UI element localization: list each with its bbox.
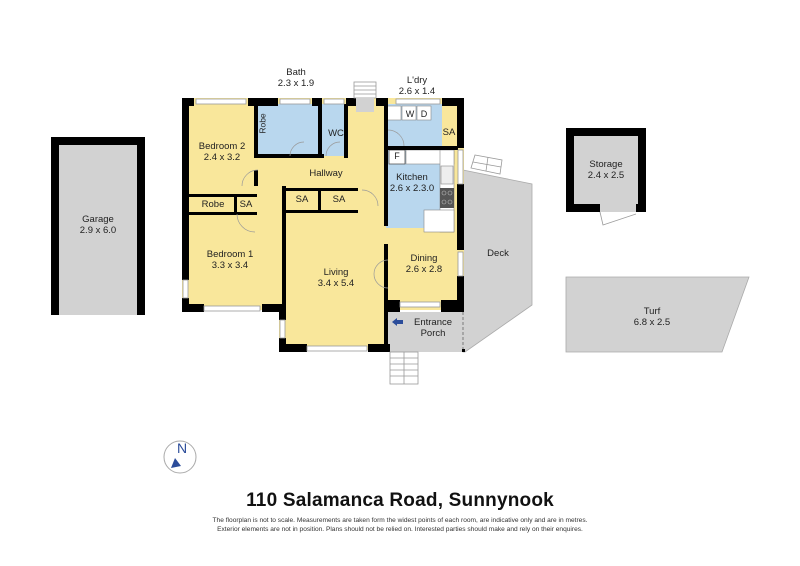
room-label-sa-bedroom: SA — [239, 199, 253, 210]
disclaimer-line-1: The floorplan is not to scale. Measureme… — [212, 517, 588, 524]
doors — [236, 129, 405, 289]
dryer-label: D — [420, 109, 428, 119]
room-label-robe-top: Robe — [257, 113, 268, 134]
room-label-sa-hall-1: SA — [295, 194, 309, 205]
storage-shed — [566, 128, 646, 226]
garage — [51, 137, 145, 315]
room-label-wc: WC — [328, 128, 344, 139]
walls — [182, 98, 464, 352]
house-floor — [182, 98, 464, 352]
washer-label: W — [405, 109, 415, 119]
north-compass-icon — [163, 440, 197, 474]
fridge-label: F — [394, 151, 400, 161]
disclaimer-line-2: Exterior elements are not in position. P… — [217, 526, 583, 533]
deck-area — [462, 169, 533, 353]
compass-north-label: N — [176, 440, 188, 456]
property-address-title: 110 Salamanca Road, Sunnynook — [246, 490, 554, 511]
entrance-arrow-icon — [392, 318, 403, 326]
room-label-deck: Deck — [487, 248, 509, 259]
back-stairs — [353, 81, 377, 112]
turf-area — [565, 276, 750, 353]
room-label-sa-hall-2: SA — [332, 194, 346, 205]
room-label-sa-laundry: SA — [442, 127, 456, 138]
front-stairs — [389, 351, 419, 385]
windows — [182, 98, 464, 352]
room-label-hallway: Hallway — [309, 168, 343, 179]
deck-stairs — [470, 154, 503, 175]
room-label-robe: Robe — [201, 199, 225, 210]
